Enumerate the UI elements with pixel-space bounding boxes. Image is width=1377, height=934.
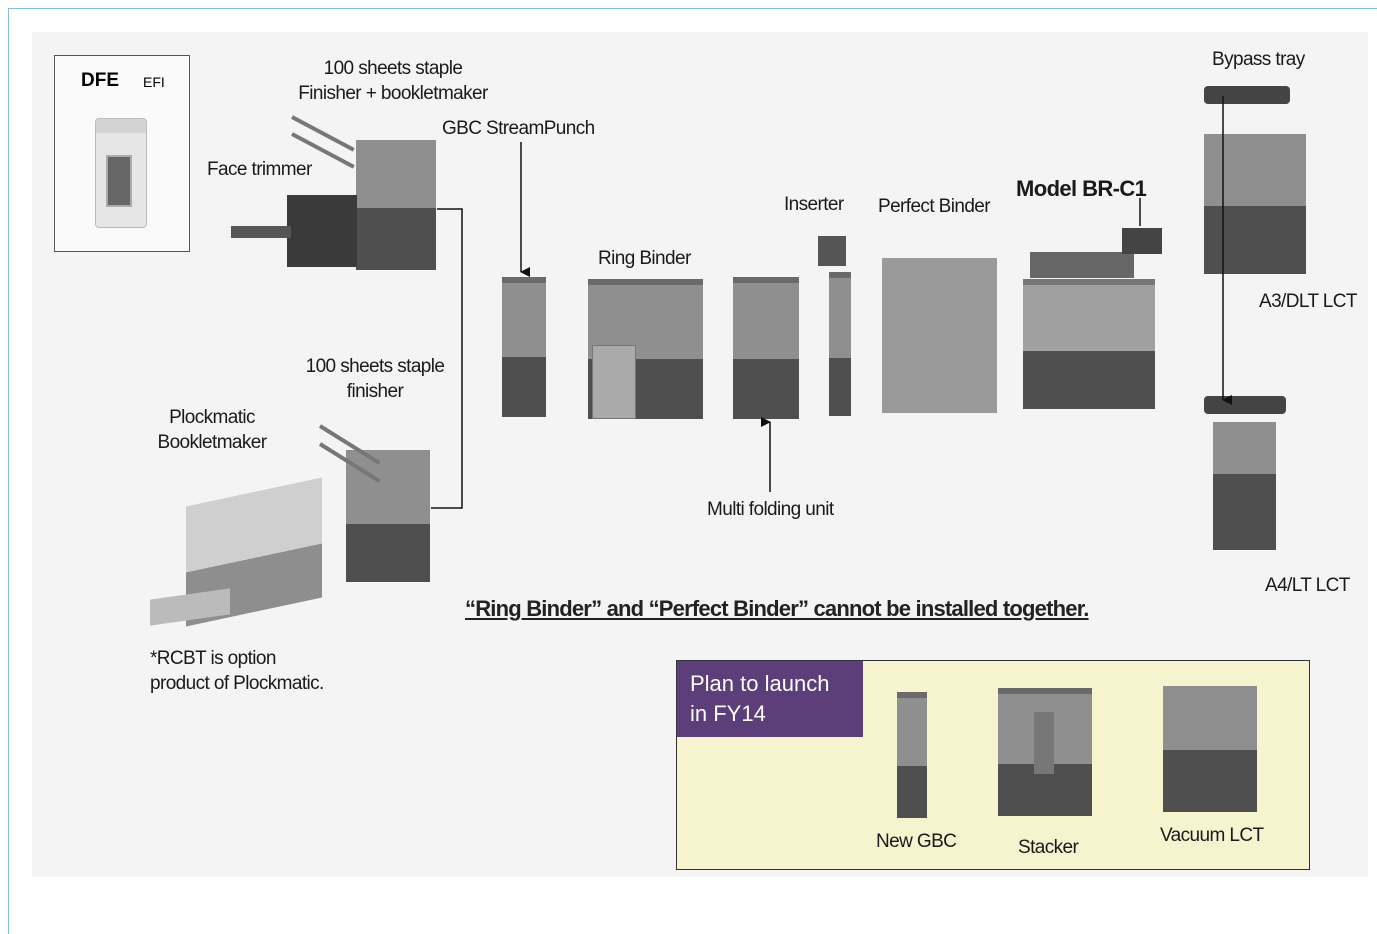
- model-br-c1-image: [1023, 279, 1155, 409]
- dfe-box: DFE EFI: [54, 55, 190, 252]
- label-a4-lct: A4/LT LCT: [1265, 575, 1350, 596]
- label-multi-folding: Multi folding unit: [707, 499, 834, 520]
- label-finisher-staple: 100 sheets staple finisher: [305, 356, 445, 402]
- scanner-image: [1030, 252, 1134, 278]
- label-stacker: Stacker: [1018, 837, 1079, 858]
- a3-lct-image: [1204, 134, 1306, 274]
- new-gbc-image: [897, 692, 927, 818]
- label-finisher-booklet: 100 sheets staple Finisher + bookletmake…: [298, 58, 488, 104]
- label-new-gbc: New GBC: [876, 831, 957, 852]
- label-rcbt-note: *RCBT is option product of Plockmatic.: [150, 648, 324, 694]
- label-vacuum-lct: Vacuum LCT: [1160, 825, 1264, 846]
- perfect-binder-image: [882, 258, 997, 413]
- ring-binder-image: [588, 279, 703, 419]
- label-model: Model BR-C1: [1016, 176, 1147, 201]
- label-bypass-tray: Bypass tray: [1212, 49, 1305, 70]
- binder-warning: “Ring Binder” and “Perfect Binder” canno…: [465, 596, 1089, 621]
- label-gbc-streampunch: GBC StreamPunch: [442, 118, 595, 139]
- stacker-image: [998, 688, 1092, 816]
- label-face-trimmer: Face trimmer: [207, 159, 312, 180]
- vacuum-lct-image: [1163, 686, 1257, 812]
- inserter-image: [829, 272, 851, 416]
- face-trimmer-image: [287, 195, 357, 267]
- label-a3-lct: A3/DLT LCT: [1259, 291, 1357, 312]
- label-inserter: Inserter: [784, 194, 844, 215]
- label-ring-binder: Ring Binder: [598, 248, 691, 269]
- label-plockmatic: Plockmatic Bookletmaker: [157, 407, 268, 453]
- dfe-server-image: [95, 118, 147, 228]
- staple-finisher-image: [346, 450, 430, 582]
- a4-lct-image: [1213, 422, 1276, 550]
- gbc-streampunch-image: [502, 277, 546, 417]
- plan-to-launch-header: Plan to launch in FY14: [677, 661, 863, 737]
- dfe-title: DFE: [81, 70, 119, 91]
- bypass-tray-upper-image: [1204, 86, 1290, 104]
- control-panel-image: [1122, 228, 1162, 254]
- inserter-tray-image: [818, 236, 846, 266]
- label-perfect-binder: Perfect Binder: [878, 196, 991, 217]
- finisher-connector-line: [431, 208, 463, 509]
- dfe-vendor: EFI: [143, 74, 165, 90]
- finisher-bookletmaker-image: [356, 140, 436, 270]
- multi-folding-unit-image: [733, 277, 799, 419]
- face-trimmer-tray: [231, 226, 291, 238]
- diagram-frame: [8, 8, 1377, 934]
